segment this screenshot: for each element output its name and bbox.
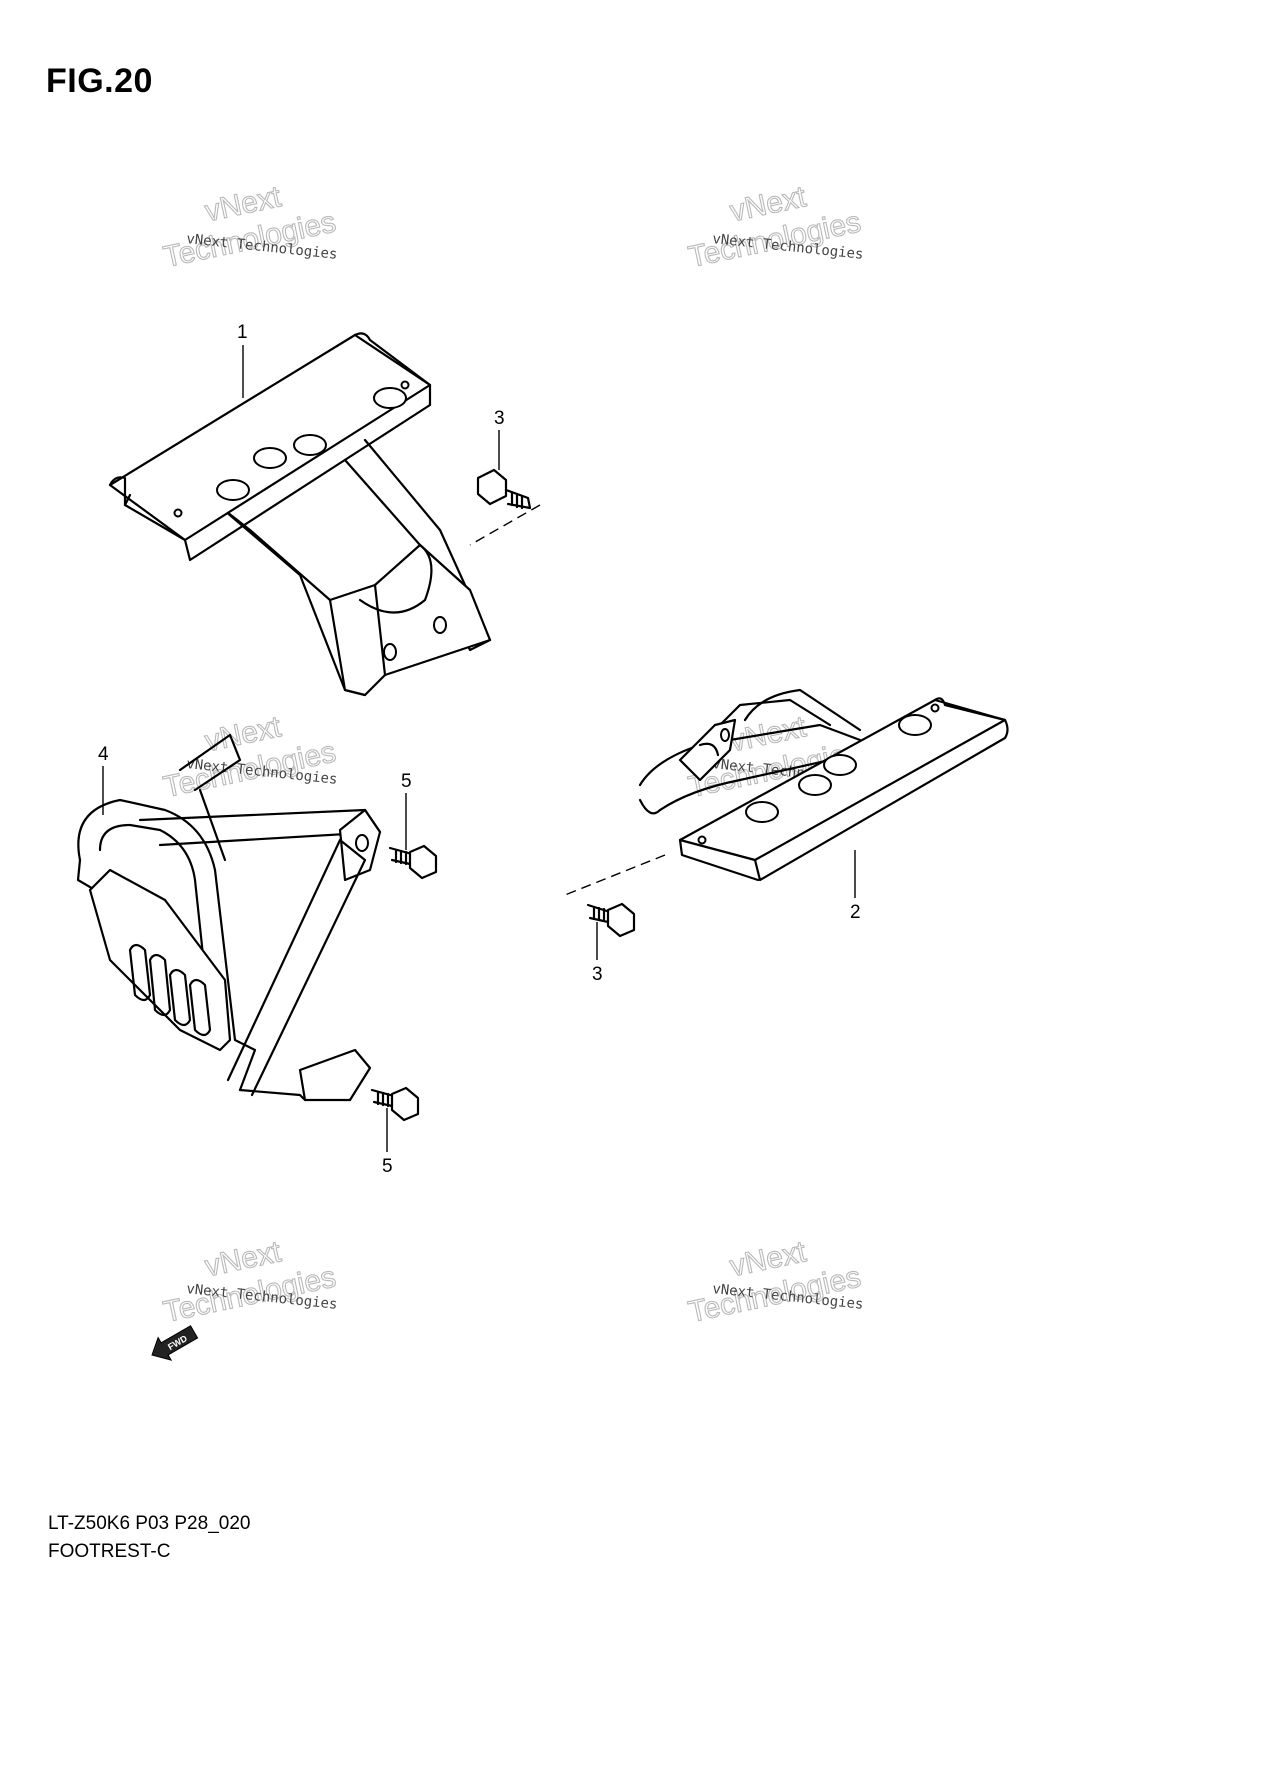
callout-5-lower: 5 xyxy=(382,1108,393,1177)
part-1-footrest-bracket[interactable] xyxy=(108,332,492,697)
part-4-nerf-bar-guard[interactable] xyxy=(76,733,382,1102)
callout-label: 5 xyxy=(382,1156,393,1177)
callout-label: 5 xyxy=(401,771,412,792)
callout-label: 1 xyxy=(237,322,248,343)
diagram-code: LT-Z50K6 P03 P28_020 xyxy=(48,1513,251,1534)
assembly-guide-line xyxy=(564,854,666,896)
watermark-bottom-right: vNext Technologies xyxy=(685,1235,864,1330)
part-3-bolt-upper[interactable] xyxy=(476,468,532,510)
watermark-bottom-left: vNext Technologies xyxy=(160,1235,339,1330)
callout-label: 3 xyxy=(592,964,603,985)
callout-label: 3 xyxy=(494,408,505,429)
part-2-footrest-bracket[interactable] xyxy=(638,688,1009,882)
diagram-caption: LT-Z50K6 P03 P28_020 FOOTREST-C xyxy=(48,1510,250,1566)
diagram-name: FOOTREST-C xyxy=(48,1541,171,1562)
figure-title: FIG.20 xyxy=(46,62,153,100)
callout-label: 4 xyxy=(98,744,109,765)
callout-label: 2 xyxy=(850,902,861,923)
callout-2: 2 xyxy=(850,850,861,923)
callout-3-lower: 3 xyxy=(592,922,603,985)
watermark-top-right: vNext Technologies xyxy=(685,180,864,275)
callout-1: 1 xyxy=(237,322,248,398)
part-3-bolt-lower[interactable] xyxy=(586,902,636,938)
part-5-bolt-lower[interactable] xyxy=(370,1086,420,1122)
callout-4: 4 xyxy=(98,744,109,815)
callout-3-upper: 3 xyxy=(494,408,505,470)
watermark-mid-left: vNext Technologies xyxy=(160,710,339,805)
callout-5-upper: 5 xyxy=(401,771,412,850)
assembly-guide-line xyxy=(469,504,541,546)
part-5-bolt-upper[interactable] xyxy=(388,844,438,880)
